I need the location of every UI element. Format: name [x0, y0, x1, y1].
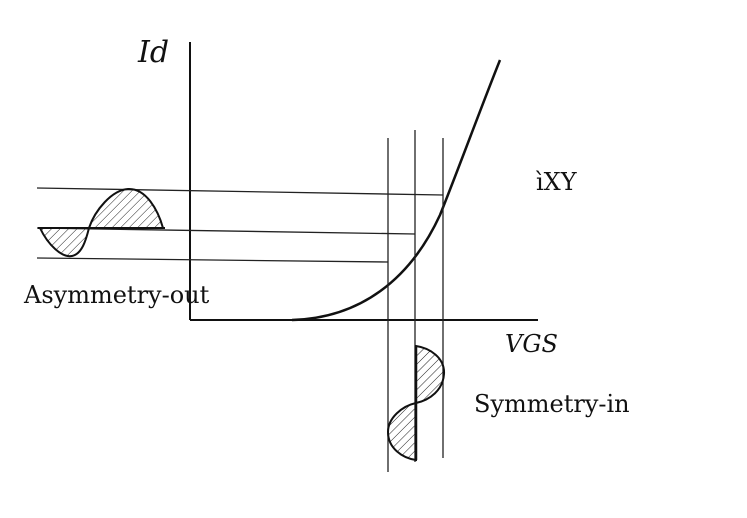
output-projection-line-top: [36, 187, 444, 196]
y-axis-label: Id: [137, 35, 169, 70]
input-label: Symmetry-in: [474, 390, 630, 418]
corner-mark: ìXY: [535, 168, 578, 196]
transfer-curve: [291, 59, 502, 322]
input-waveform: [386, 344, 446, 462]
x-axis-label: VGS: [505, 330, 558, 358]
output-waveform: [38, 187, 165, 258]
output-projection-line-bottom: [36, 257, 389, 263]
output-label: Asymmetry-out: [23, 281, 210, 309]
